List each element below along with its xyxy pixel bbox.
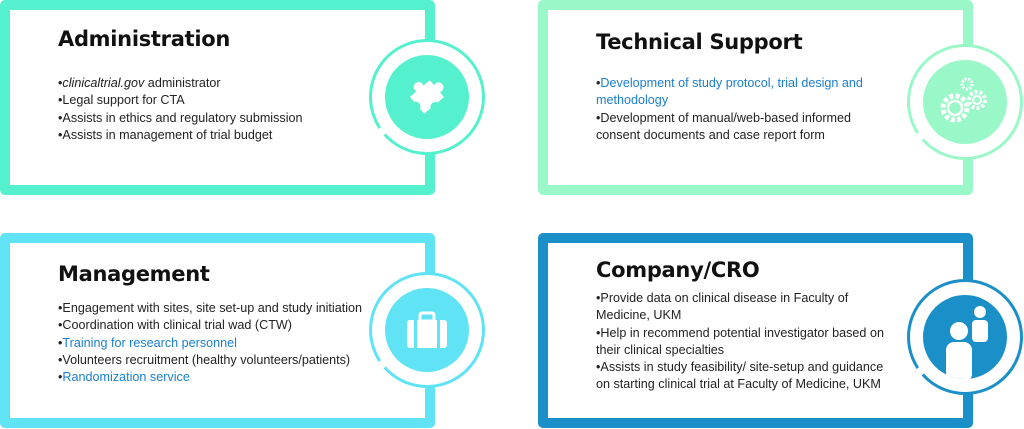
list-item-link[interactable]: Training for research personnel xyxy=(58,335,362,352)
company-cro-title: Company/CRO xyxy=(596,258,760,282)
list-item: Assists in ethics and regulatory submiss… xyxy=(58,110,302,127)
list-item: Volunteers recruitment (healthy voluntee… xyxy=(58,352,362,369)
management-title: Management xyxy=(58,262,210,286)
management-list: Engagement with sites, site set-up and s… xyxy=(58,300,362,386)
people-icon xyxy=(923,295,1007,379)
list-item: Assists in management of trial budget xyxy=(58,127,303,144)
list-item: Help in recommend potential investigator… xyxy=(596,325,896,360)
list-item: Development of manual/web-based informed… xyxy=(596,110,886,145)
company-cro-list: Provide data on clinical disease in Facu… xyxy=(596,290,896,394)
briefcase-icon xyxy=(385,288,469,372)
administration-title: Administration xyxy=(58,27,230,51)
list-item: Engagement with sites, site set-up and s… xyxy=(58,300,362,317)
list-item-link[interactable]: Development of study protocol, trial des… xyxy=(596,75,886,110)
list-item: Legal support for CTA xyxy=(58,92,303,109)
list-item-link[interactable]: Randomization service xyxy=(58,369,362,386)
management-icon-ring xyxy=(368,272,485,388)
list-item: Provide data on clinical disease in Facu… xyxy=(596,290,896,325)
list-item: Assists in study feasibility/ site-setup… xyxy=(596,359,896,394)
technical-support-icon-ring xyxy=(906,44,1023,160)
technical-support-list: Development of study protocol, trial des… xyxy=(596,75,886,144)
company-cro-icon-ring xyxy=(906,279,1023,395)
technical-support-title: Technical Support xyxy=(596,30,803,54)
list-item: Coordination with clinical trial wad (CT… xyxy=(58,317,362,334)
gears-icon xyxy=(923,60,1007,144)
puzzle-icon xyxy=(385,55,469,139)
administration-icon-ring xyxy=(368,39,485,155)
administration-list: clinicaltrial.gov administrator Legal su… xyxy=(58,75,303,144)
list-item: clinicaltrial.gov administrator xyxy=(58,75,303,92)
